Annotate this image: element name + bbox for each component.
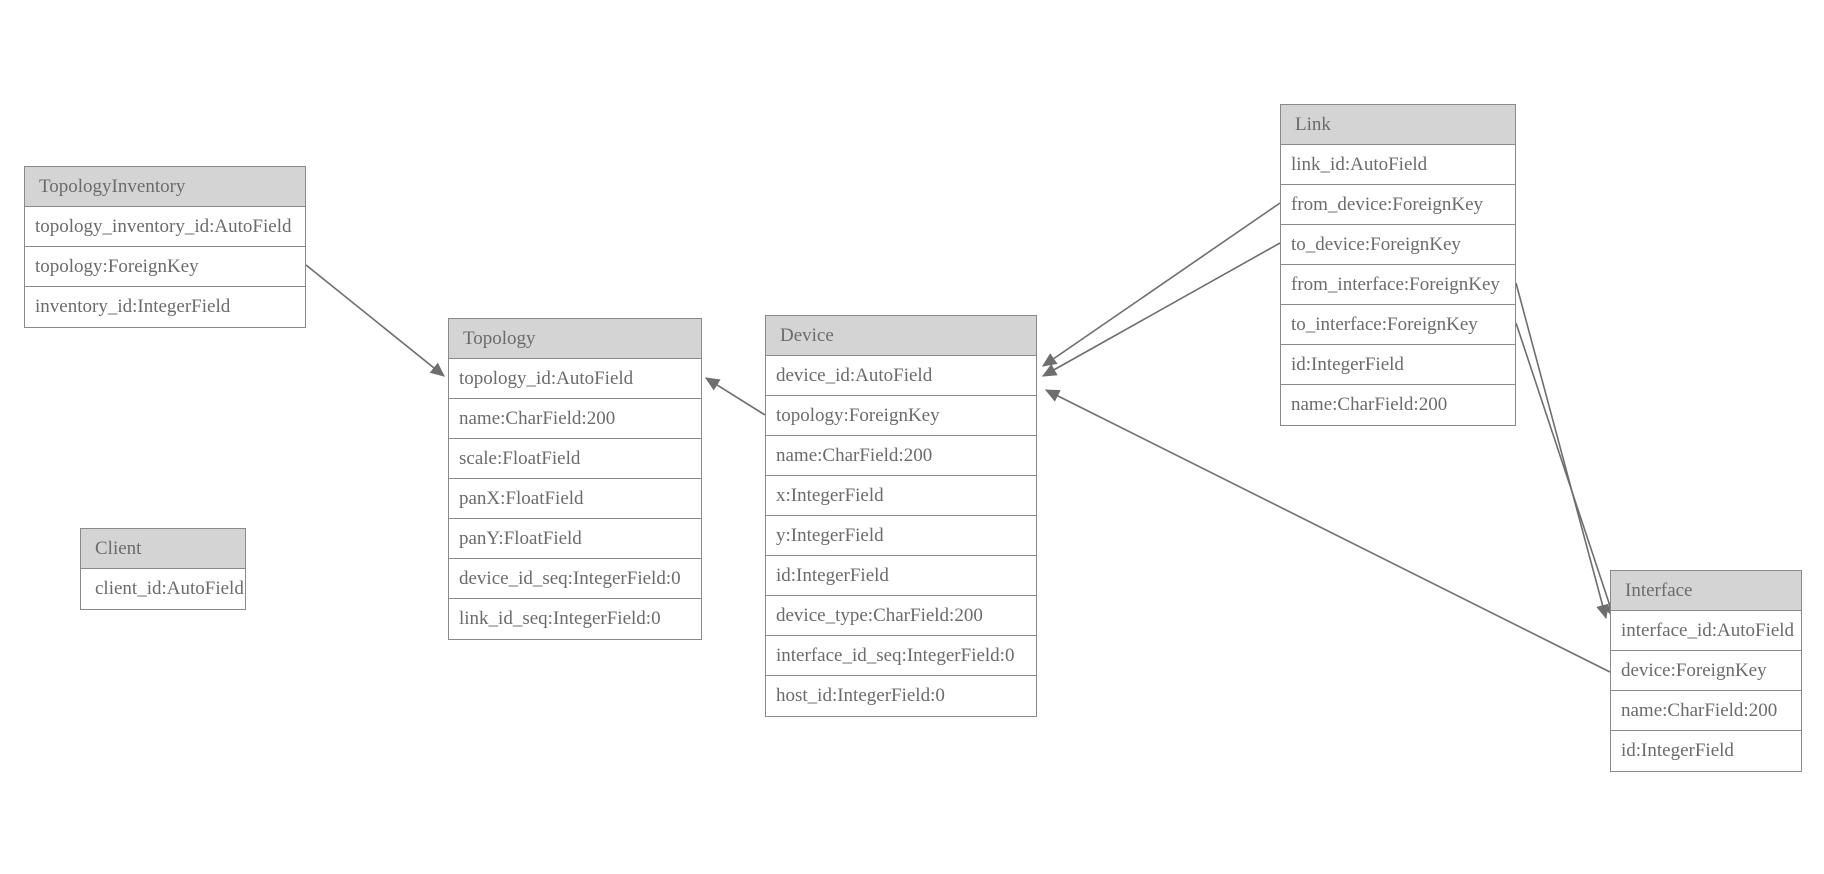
entity-field-row[interactable]: client_id:AutoField bbox=[81, 569, 245, 609]
entity-title: Client bbox=[81, 529, 245, 569]
entity-field-row[interactable]: name:CharField:200 bbox=[1281, 385, 1515, 425]
entity-field-row[interactable]: device:ForeignKey bbox=[1611, 651, 1801, 691]
entity-title: TopologyInventory bbox=[25, 167, 305, 207]
edge-link-to-device bbox=[1041, 242, 1281, 377]
entity-field-row[interactable]: topology_id:AutoField bbox=[449, 359, 701, 399]
entity-field-row[interactable]: name:CharField:200 bbox=[1611, 691, 1801, 731]
entity-interface[interactable]: Interface interface_id:AutoField device:… bbox=[1610, 570, 1802, 772]
entity-field-row[interactable]: device_type:CharField:200 bbox=[766, 596, 1036, 636]
entity-field-row[interactable]: to_interface:ForeignKey bbox=[1281, 305, 1515, 345]
edge-link-from-device bbox=[1042, 202, 1281, 367]
entity-field-row[interactable]: inventory_id:IntegerField bbox=[25, 287, 305, 327]
entity-field-row[interactable]: interface_id:AutoField bbox=[1611, 611, 1801, 651]
entity-field-row[interactable]: host_id:IntegerField:0 bbox=[766, 676, 1036, 716]
entity-field-row[interactable]: device_id_seq:IntegerField:0 bbox=[449, 559, 701, 599]
entity-field-row[interactable]: panY:FloatField bbox=[449, 519, 701, 559]
entity-title: Topology bbox=[449, 319, 701, 359]
entity-field-row[interactable]: scale:FloatField bbox=[449, 439, 701, 479]
entity-field-row[interactable]: link_id:AutoField bbox=[1281, 145, 1515, 185]
entity-topology[interactable]: Topology topology_id:AutoField name:Char… bbox=[448, 318, 702, 640]
entity-field-row[interactable]: name:CharField:200 bbox=[449, 399, 701, 439]
entity-field-row[interactable]: topology:ForeignKey bbox=[766, 396, 1036, 436]
entity-topologyinventory[interactable]: TopologyInventory topology_inventory_id:… bbox=[24, 166, 306, 328]
edge-device-topology bbox=[704, 377, 766, 416]
entity-field-row[interactable]: from_interface:ForeignKey bbox=[1281, 265, 1515, 305]
edge-link-to-interface bbox=[1515, 322, 1616, 620]
entity-field-row[interactable]: id:IntegerField bbox=[1611, 731, 1801, 771]
entity-title: Link bbox=[1281, 105, 1515, 145]
edge-topologyinventory-topology bbox=[305, 264, 445, 377]
entity-field-row[interactable]: y:IntegerField bbox=[766, 516, 1036, 556]
entity-field-row[interactable]: link_id_seq:IntegerField:0 bbox=[449, 599, 701, 639]
entity-title: Device bbox=[766, 316, 1036, 356]
entity-field-row[interactable]: interface_id_seq:IntegerField:0 bbox=[766, 636, 1036, 676]
entity-link[interactable]: Link link_id:AutoField from_device:Forei… bbox=[1280, 104, 1516, 426]
entity-field-row[interactable]: to_device:ForeignKey bbox=[1281, 225, 1515, 265]
entity-field-row[interactable]: topology_inventory_id:AutoField bbox=[25, 207, 305, 247]
entity-field-row[interactable]: x:IntegerField bbox=[766, 476, 1036, 516]
entity-field-row[interactable]: topology:ForeignKey bbox=[25, 247, 305, 287]
entity-device[interactable]: Device device_id:AutoField topology:Fore… bbox=[765, 315, 1037, 717]
entity-field-row[interactable]: name:CharField:200 bbox=[766, 436, 1036, 476]
entity-field-row[interactable]: device_id:AutoField bbox=[766, 356, 1036, 396]
entity-client[interactable]: Client client_id:AutoField bbox=[80, 528, 246, 610]
entity-field-row[interactable]: from_device:ForeignKey bbox=[1281, 185, 1515, 225]
entity-field-row[interactable]: id:IntegerField bbox=[766, 556, 1036, 596]
entity-field-row[interactable]: id:IntegerField bbox=[1281, 345, 1515, 385]
edge-interface-device bbox=[1044, 389, 1611, 673]
entity-title: Interface bbox=[1611, 571, 1801, 611]
entity-field-row[interactable]: panX:FloatField bbox=[449, 479, 701, 519]
edge-link-from-interface bbox=[1515, 282, 1609, 620]
